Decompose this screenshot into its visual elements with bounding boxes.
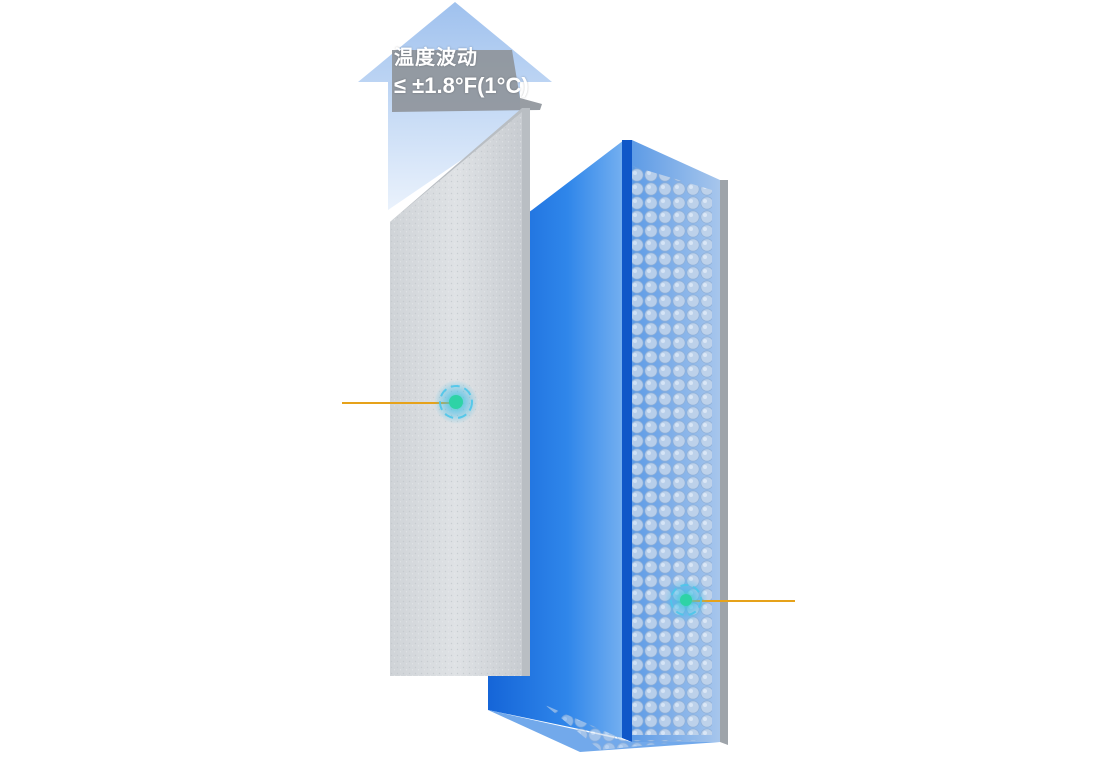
temperature-badge: 温度波动 ≤ ±1.8°F(1°C) [394,47,529,98]
badge-value: ≤ ±1.8°F(1°C) [394,73,529,98]
badge-background [392,50,542,112]
badge-title: 温度波动 [394,47,478,69]
pulse-marker-icon [434,380,478,424]
pulse-marker-icon [664,578,708,622]
